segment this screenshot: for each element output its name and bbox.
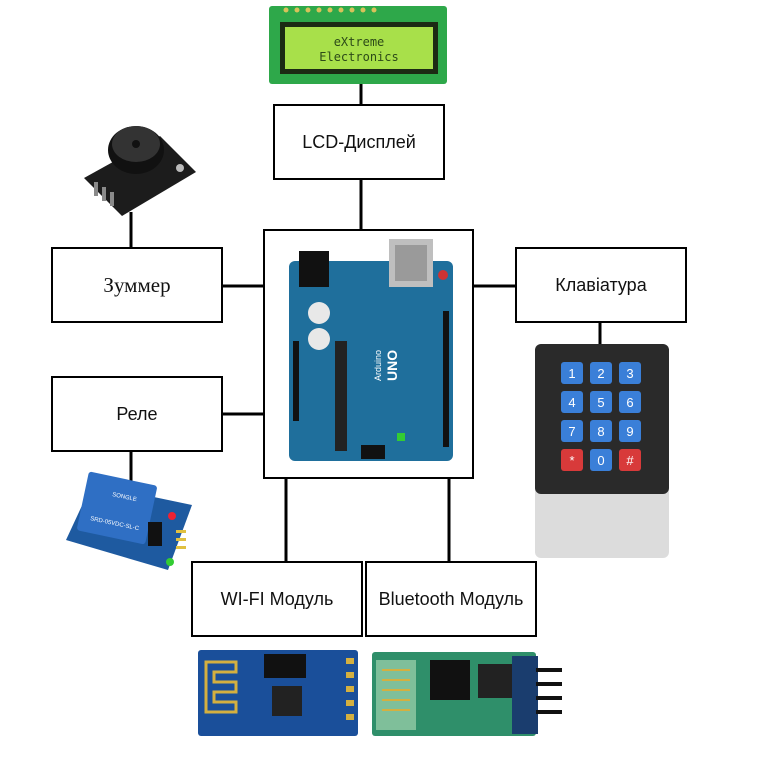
arduino-box: UNO Arduino — [263, 229, 474, 479]
keypad-key-label: # — [626, 453, 634, 468]
lcd-screen-line1: eXtreme — [334, 35, 385, 49]
keypad-key-label: 1 — [568, 366, 575, 381]
wifi-module-label: WI-FI Модуль — [220, 588, 334, 609]
keypad-key — [561, 362, 583, 384]
arduino-model-label: UNO — [384, 350, 400, 381]
lcd-screen-line2: Electronics — [319, 50, 398, 64]
keypad-key — [561, 391, 583, 413]
relay-label: Реле — [116, 403, 158, 424]
keypad-key-label: 2 — [597, 366, 604, 381]
keypad-key — [619, 391, 641, 413]
keypad-key-label: 6 — [626, 395, 633, 410]
keypad-label: Клавіатура — [555, 274, 647, 295]
keypad-key — [590, 391, 612, 413]
buzzer-label: Зуммер — [103, 272, 171, 297]
keypad-key-label: * — [569, 453, 574, 468]
keypad-key — [619, 420, 641, 442]
keypad-key-label: 4 — [568, 395, 575, 410]
keypad-key — [590, 362, 612, 384]
arduino-uno-image: UNO Arduino — [289, 239, 453, 461]
lcd-display-label: LCD-Дисплей — [302, 131, 416, 152]
bluetooth-module-box: Bluetooth Модуль — [365, 561, 537, 637]
keypad-key — [590, 449, 612, 471]
bluetooth-module-label: Bluetooth Модуль — [378, 588, 524, 609]
buzzer-box: Зуммер — [51, 247, 223, 323]
keypad-key-label: 3 — [626, 366, 633, 381]
keypad-key-label: 0 — [597, 453, 604, 468]
relay-brand: SONGLE — [112, 492, 138, 503]
keypad-key — [561, 420, 583, 442]
keypad-key — [590, 420, 612, 442]
keypad-key — [561, 449, 583, 471]
keypad-key-label: 9 — [626, 424, 633, 439]
keypad-key-label: 7 — [568, 424, 575, 439]
relay-box: Реле — [51, 376, 223, 452]
keypad-key-label: 5 — [597, 395, 604, 410]
keypad-key — [619, 449, 641, 471]
wifi-module-box: WI-FI Модуль — [191, 561, 363, 637]
keypad-key — [619, 362, 641, 384]
keypad-key-label: 8 — [597, 424, 604, 439]
keypad-box: Клавіатура — [515, 247, 687, 323]
arduino-brand-label: Arduino — [373, 350, 383, 381]
lcd-display-box: LCD-Дисплей — [273, 104, 445, 180]
